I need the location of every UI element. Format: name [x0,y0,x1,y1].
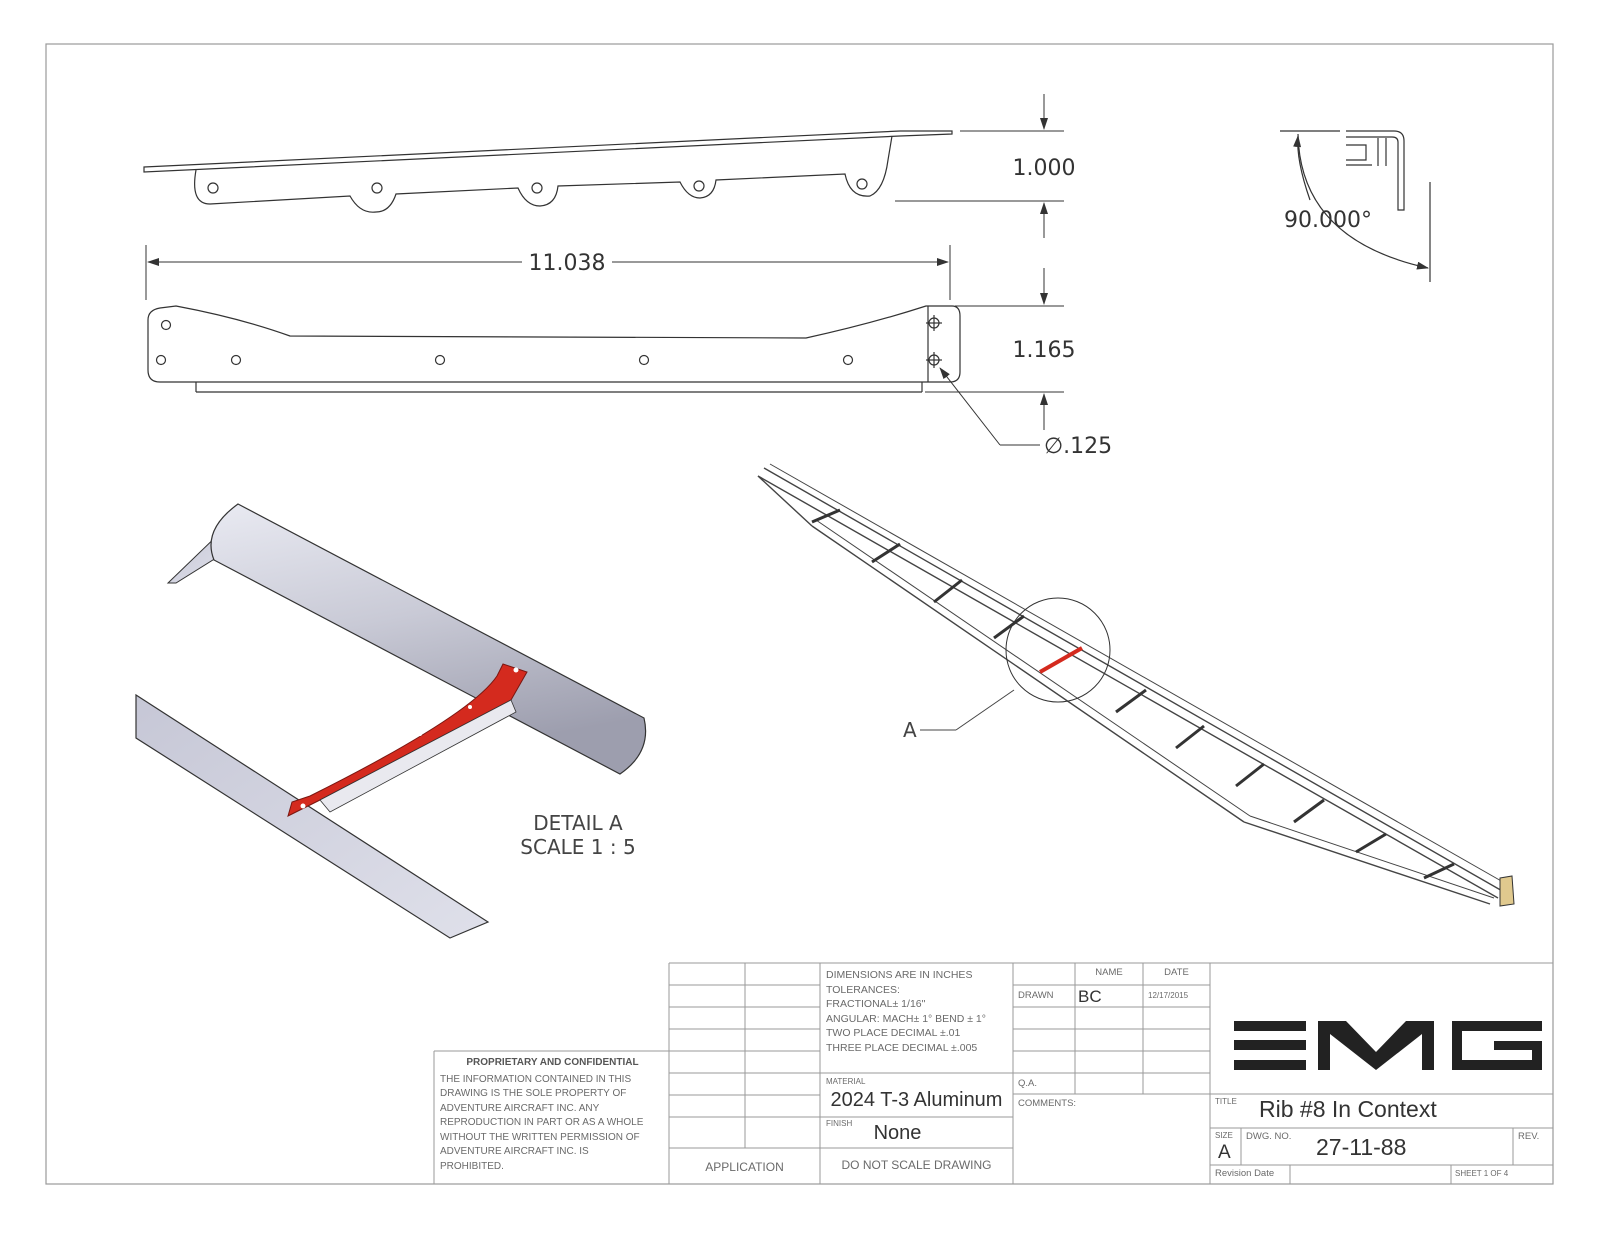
company-logo [1234,1021,1542,1070]
do-not-scale-note: DO NOT SCALE DRAWING [841,1158,992,1172]
detail-title: DETAIL A [533,811,623,835]
tolerance-notes: DIMENSIONS ARE IN INCHES TOLERANCES: FRA… [826,968,1016,1055]
tolerance-line: ANGULAR: MACH± 1° BEND ± 1° [826,1012,986,1025]
drawing-number: 27-11-88 [1316,1134,1407,1160]
detail-callout-letter: A [903,718,917,742]
height-top-dimension [895,94,1064,238]
hole-leader [939,367,1040,446]
assembly-highlighted-rib [1039,646,1083,674]
proprietary-line: ADVENTURE AIRCRAFT INC. IS [440,1146,589,1157]
detail-a-view [135,503,647,939]
tolerance-line: DIMENSIONS ARE IN INCHES [826,969,973,981]
application-label: APPLICATION [705,1160,784,1174]
finish-label: FINISH [826,1119,853,1128]
length-dimension [145,245,951,300]
hole-dim-text: ∅.125 [1044,434,1112,459]
height-side-dim-text: 1.165 [1013,338,1076,363]
drawn-date: 12/17/2015 [1148,991,1189,1000]
proprietary-heading: PROPRIETARY AND CONFIDENTIAL [466,1057,639,1068]
sheet-border [45,43,1554,1185]
detail-highlighted-rib [287,663,528,817]
comments-label: COMMENTS: [1018,1098,1077,1109]
angle-dim-text: 90.000° [1284,208,1372,233]
tolerance-line: TOLERANCES: [826,983,900,996]
date-header: DATE [1164,967,1189,978]
name-header: NAME [1095,967,1123,978]
detail-scale: SCALE 1 : 5 [520,835,635,859]
proprietary-notice: PROPRIETARY AND CONFIDENTIAL THE INFORMA… [440,1056,665,1174]
drawn-label: DRAWN [1018,990,1054,1001]
title-block-grid [433,962,1553,1184]
tolerance-line: FRACTIONAL± 1/16" [826,998,926,1010]
proprietary-line: THE INFORMATION CONTAINED IN THIS [440,1073,632,1085]
proprietary-line: DRAWING IS THE SOLE PROPERTY OF [440,1088,627,1099]
drawn-name: BC [1078,987,1102,1006]
drawing-title: Rib #8 In Context [1259,1096,1437,1122]
revision-date-label: Revision Date [1215,1168,1275,1179]
size-label: SIZE [1215,1131,1233,1140]
length-dim-text: 11.038 [529,251,606,276]
sheet-number: SHEET 1 OF 4 [1455,1169,1509,1178]
proprietary-line: ADVENTURE AIRCRAFT INC. ANY [440,1102,600,1114]
dwg-no-label: DWG. NO. [1246,1131,1292,1142]
height-top-dim-text: 1.000 [1013,156,1076,181]
rib-side-view [147,305,961,393]
rib-top-view [143,130,953,213]
height-side-dimension [925,268,1064,430]
rev-label: REV. [1518,1131,1540,1142]
proprietary-line: WITHOUT THE WRITTEN PERMISSION OF [440,1131,640,1143]
tolerance-line: TWO PLACE DECIMAL ±.01 [826,1027,961,1039]
tolerance-line: THREE PLACE DECIMAL ±.005 [826,1041,978,1054]
finish-value: None [873,1122,922,1144]
proprietary-line: PROHIBITED. [440,1160,504,1172]
title-label: TITLE [1215,1097,1237,1106]
assembly-isometric-view [757,463,1515,907]
material-value: 2024 T-3 Aluminum [830,1089,1003,1111]
rib-end-view [1280,130,1431,282]
qa-label: Q.A. [1018,1078,1038,1089]
proprietary-line: REPRODUCTION IN PART OR AS A WHOLE [440,1117,644,1128]
material-label: MATERIAL [826,1077,866,1086]
size-value: A [1218,1142,1231,1163]
